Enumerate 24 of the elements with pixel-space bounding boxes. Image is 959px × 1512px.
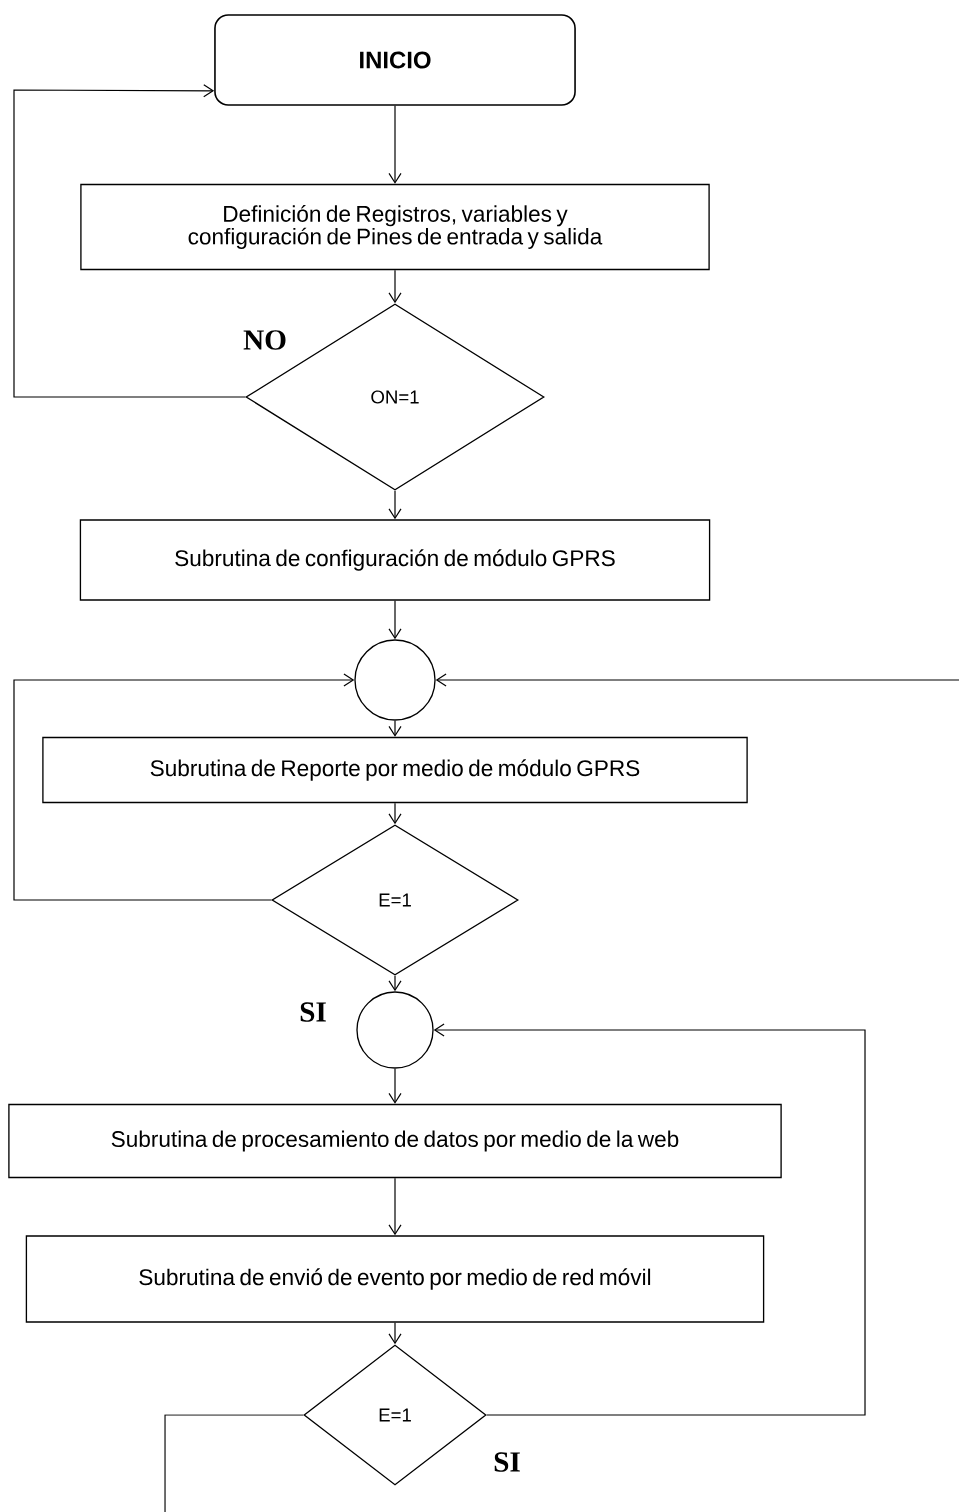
edge-label: SI [491,1450,523,1474]
process-box: Subrutina de Reporte por medio de módulo GPRS [42,736,748,804]
edge-label: SI [297,1000,329,1024]
arrow [388,1322,402,1345]
arrow [433,1023,866,1416]
process-box: Subrutina de configuración de módulo GPRS [79,519,711,601]
arrow [388,105,402,184]
arrow [388,490,402,520]
process-box: Subrutina de procesamiento de datos por medio de la web [8,1103,782,1179]
process-box: Subrutina de envió de evento por medio de red móvil [25,1235,765,1323]
arrow [13,673,355,901]
arrow [435,673,959,687]
arrow [388,1177,402,1236]
arrow [388,1068,402,1104]
arrow [388,600,402,640]
arrow [388,269,402,304]
arrow [13,84,246,398]
arrow [388,975,402,992]
connector-circle [356,991,434,1069]
start-box: INICIO [214,14,576,106]
connector-circle [354,639,436,721]
arrow [388,802,402,825]
arrow [388,720,402,737]
process-box: Definición de Registros, variables y configuración de Pines de entrada y salida [80,183,710,271]
